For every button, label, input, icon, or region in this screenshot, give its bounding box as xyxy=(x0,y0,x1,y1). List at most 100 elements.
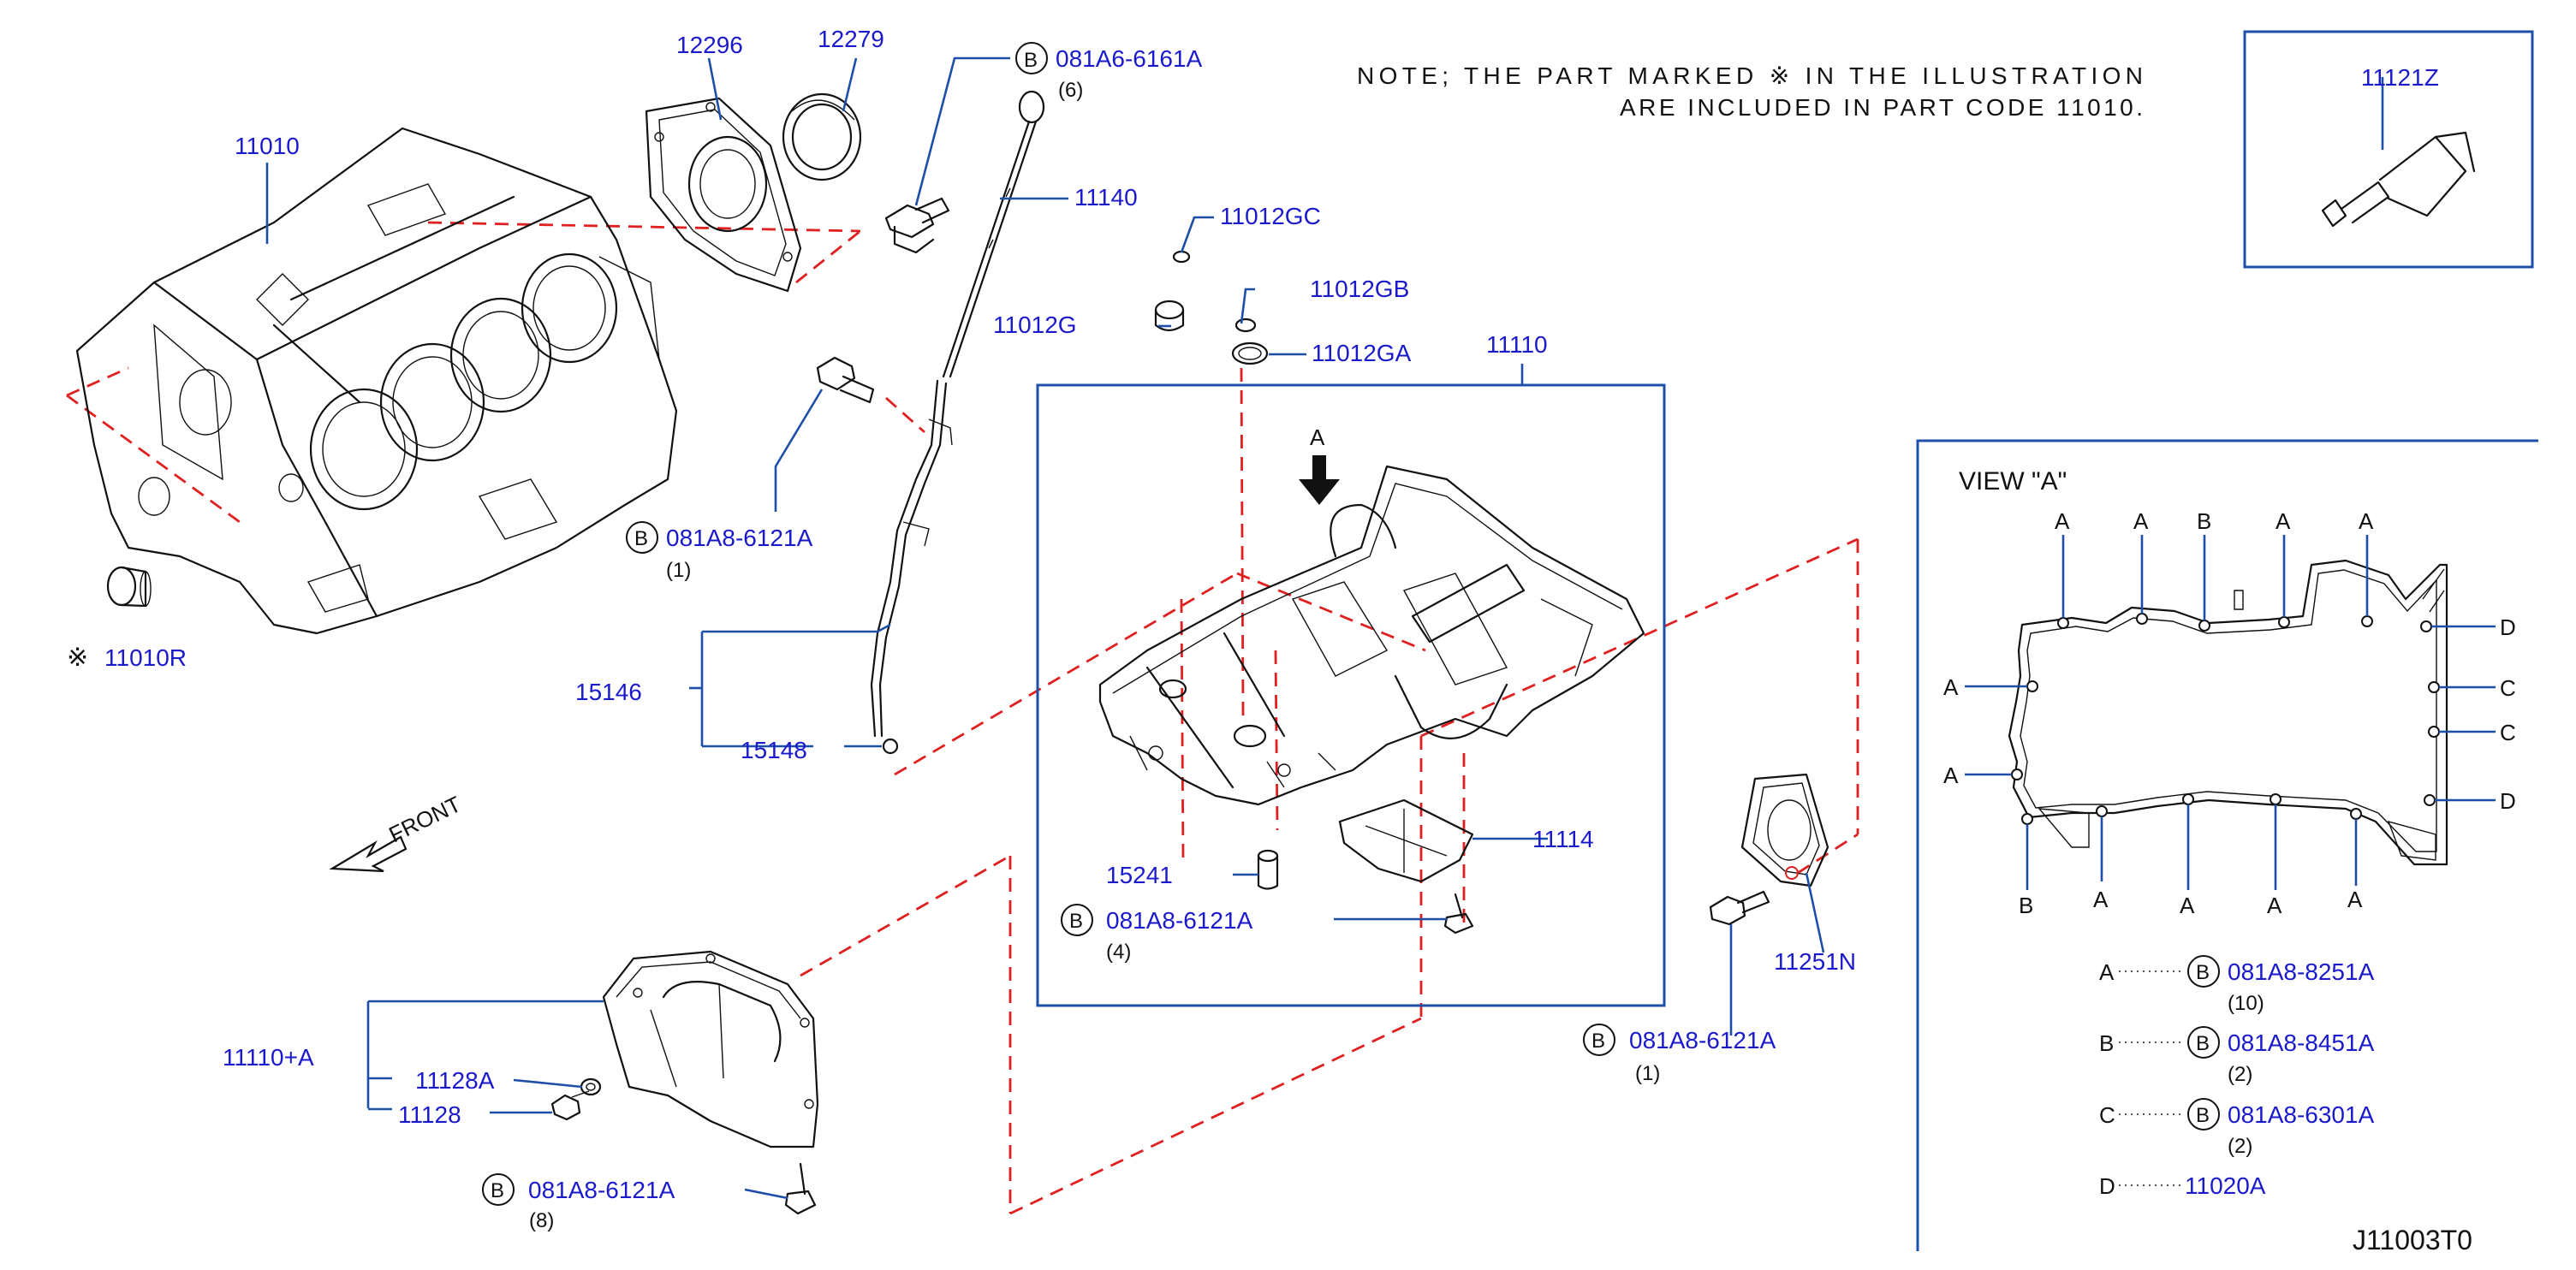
bolt-symbol-text: B xyxy=(2196,961,2210,984)
rear-oil-seal-drawing xyxy=(782,92,862,181)
legend-qty-a: (10) xyxy=(2228,992,2264,1015)
label-12296: 12296 xyxy=(676,32,743,58)
view-point-right-4: D xyxy=(2500,788,2516,814)
view-point-top-2: A xyxy=(2133,508,2149,534)
view-point-bottom-2: A xyxy=(2093,887,2109,912)
view-a-arrow xyxy=(1299,455,1340,505)
legend-qty-c: (2) xyxy=(2228,1135,2252,1158)
legend-key-b: B xyxy=(2099,1030,2114,1056)
lower-pan-bolt-drawing xyxy=(784,1162,817,1215)
label-081A6-6161A: 081A6-6161A xyxy=(1056,45,1203,72)
diagram-code: J11003T0 xyxy=(2353,1225,2472,1255)
legend-key-c: C xyxy=(2099,1102,2115,1128)
view-point-bottom-1: B xyxy=(2019,893,2033,918)
note-line-1: NOTE; THE PART MARKED ※ IN THE ILLUSTRAT… xyxy=(1357,62,2143,89)
label-11010: 11010 xyxy=(235,133,300,159)
label-11010R: 11010R xyxy=(104,644,187,671)
label-15241: 15241 xyxy=(1106,862,1173,888)
oil-level-gauge-guide-drawing xyxy=(870,379,953,755)
bolt-symbol-text: B xyxy=(2196,1032,2210,1055)
note-line-2: ARE INCLUDED IN PART CODE 11010. xyxy=(1620,94,2143,121)
bolt-symbol-text: B xyxy=(2196,1104,2210,1127)
legend-code-b: 081A8-8451A xyxy=(2228,1030,2375,1056)
label-11110-plus-a: 11110+A xyxy=(223,1044,314,1071)
view-point-right-1: D xyxy=(2500,614,2516,640)
baffle-plate-drawing xyxy=(1338,798,1474,883)
label-11140: 11140 xyxy=(1074,184,1138,211)
legend-key-d: D xyxy=(2099,1173,2115,1199)
gasket-bolt-drawing xyxy=(1709,890,1770,926)
gasket-drawing xyxy=(1740,773,1829,887)
bolt-symbol-text: B xyxy=(1024,49,1038,72)
qty-8: (8) xyxy=(529,1209,554,1232)
bolt-symbol-text: B xyxy=(491,1179,504,1202)
qty-1-right: (1) xyxy=(1635,1062,1660,1085)
oil-pan-lower-drawing xyxy=(602,950,819,1148)
label-11012G: 11012G xyxy=(993,312,1077,338)
oil-pan-upper-drawing xyxy=(1098,465,1645,806)
qty-6: (6) xyxy=(1058,79,1083,102)
front-label: FRONT xyxy=(384,791,465,847)
rear-oil-seal-retainer-drawing xyxy=(645,97,802,293)
bolt-symbols xyxy=(482,42,2220,1206)
labels: NOTE; THE PART MARKED ※ IN THE ILLUSTRAT… xyxy=(67,26,2516,1255)
view-point-right-3: C xyxy=(2500,720,2516,745)
reference-lines xyxy=(66,221,1859,1215)
bolt-symbol-text: B xyxy=(634,527,648,550)
label-11012GA: 11012GA xyxy=(1312,340,1412,366)
label-11128A: 11128A xyxy=(415,1067,495,1094)
label-11114: 11114 xyxy=(1532,826,1594,852)
view-point-top-5: A xyxy=(2359,508,2374,534)
view-point-top-4: A xyxy=(2276,508,2291,534)
oil-pan-upper-box xyxy=(1036,383,1666,1007)
legend-code-c: 081A8-6301A xyxy=(2228,1101,2375,1128)
label-15146: 15146 xyxy=(575,679,642,705)
legend-code-d: 11020A xyxy=(2185,1172,2266,1199)
block-plug-drawing xyxy=(106,566,152,608)
label-11012GB: 11012GB xyxy=(1310,276,1409,302)
legend-qty-b: (2) xyxy=(2228,1063,2252,1086)
arrow-label-a: A xyxy=(1310,424,1325,450)
label-11128: 11128 xyxy=(398,1101,461,1128)
legend-key-a: A xyxy=(2099,959,2115,985)
guide-bolt-drawing xyxy=(816,356,875,404)
dowel-pin-drawing xyxy=(1257,849,1279,890)
rear-plate-bolt-drawing xyxy=(884,197,950,254)
sealant-inset-box xyxy=(2243,30,2534,269)
view-point-bottom-4: A xyxy=(2267,893,2282,918)
cylinder-block-drawing xyxy=(75,127,678,635)
label-11121Z: 11121Z xyxy=(2361,64,2439,91)
view-point-right-2: C xyxy=(2500,675,2516,701)
view-point-bottom-3: A xyxy=(2180,893,2195,918)
legend-code-a: 081A8-8251A xyxy=(2228,958,2375,985)
view-a-panel-border xyxy=(1916,439,2538,1251)
label-11251N: 11251N xyxy=(1774,948,1856,975)
label-081A8-6121A-upper: 081A8-6121A xyxy=(666,525,813,551)
marker-symbol: ※ xyxy=(67,644,88,672)
view-point-left-1: A xyxy=(1943,674,1959,700)
view-point-bottom-5: A xyxy=(2347,887,2363,912)
oil-filter-seals-drawing xyxy=(1154,250,1269,365)
legend-dotted-leaders xyxy=(2119,970,2181,1186)
label-15148: 15148 xyxy=(741,737,807,763)
view-a-gasket-drawing xyxy=(2008,559,2448,866)
label-11110: 11110 xyxy=(1486,331,1548,358)
label-081A8-6121A-right: 081A8-6121A xyxy=(1629,1027,1776,1053)
front-direction-arrow xyxy=(329,835,408,873)
oil-level-gauge-drawing xyxy=(942,90,1045,378)
view-point-top-1: A xyxy=(2055,508,2070,534)
label-11012GC: 11012GC xyxy=(1220,203,1321,229)
oil-pan-bolt-drawing xyxy=(1443,893,1474,935)
view-a-point-leaders xyxy=(1965,535,2496,890)
bolt-symbol-text: B xyxy=(1069,910,1083,933)
label-081A8-6121A-lower: 081A8-6121A xyxy=(528,1177,675,1203)
view-point-top-3: B xyxy=(2197,508,2211,534)
view-a-bolt-holes xyxy=(2011,613,2440,825)
qty-4: (4) xyxy=(1106,941,1131,964)
leader-lines xyxy=(265,56,2384,1200)
view-a-title: VIEW "A" xyxy=(1959,467,2067,496)
qty-1-upper: (1) xyxy=(666,559,691,582)
bolt-symbol-text: B xyxy=(1591,1030,1605,1053)
